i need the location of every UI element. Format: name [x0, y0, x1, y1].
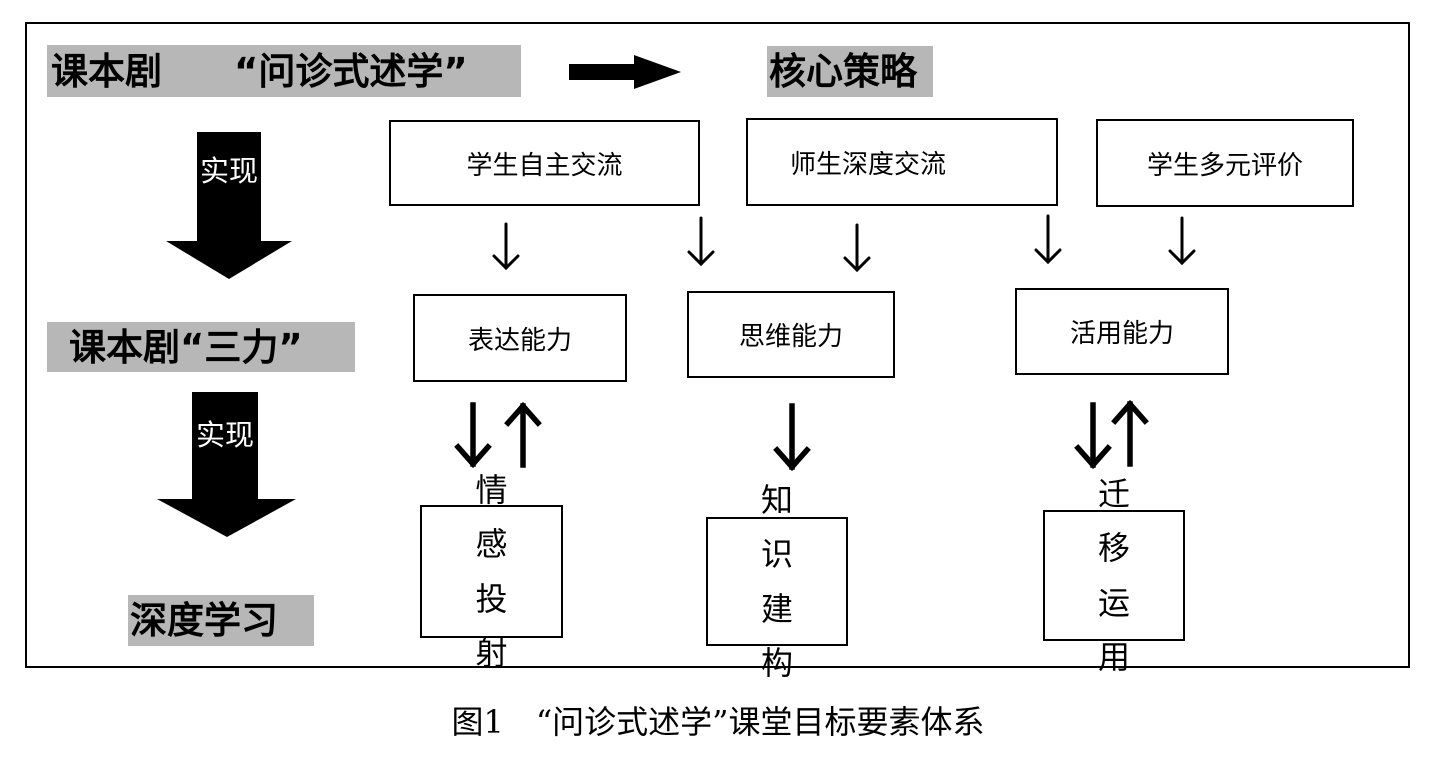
header-main-label: 课本剧 “问诊式述学” [47, 45, 521, 97]
thin-down-arrow [492, 222, 520, 271]
outcome-box-transfer: 迁移运用 [1043, 475, 1185, 676]
bold-up-arrow [504, 401, 542, 468]
outcome-box-knowledge: 知识建构 [706, 481, 848, 682]
realize-label-2: 实现 [195, 418, 254, 452]
figure-caption: 图1 “问诊式述学”课堂目标要素体系 [451, 703, 985, 741]
three-powers-label: 课本剧“三力” [47, 322, 355, 372]
core-strategy-label: 核心策略 [767, 46, 933, 97]
top-box-teacher-student-exchange: 师生深度交流 [746, 118, 1058, 206]
ability-box-expression: 表达能力 [413, 294, 627, 382]
bold-down-arrow [454, 402, 492, 469]
diagram-frame [25, 22, 1410, 668]
thin-down-arrow [1168, 216, 1196, 266]
thin-down-arrow [687, 216, 715, 267]
left-down-arrow-1 [166, 132, 292, 279]
header-arrow-2 [569, 55, 681, 89]
thin-down-arrow [843, 223, 871, 273]
left-down-arrow-2 [157, 392, 296, 537]
bold-down-arrow [773, 403, 811, 472]
outcome-box-emotion: 情感投射 [420, 471, 563, 672]
thin-down-arrow [1034, 214, 1062, 265]
header-center-text: “问诊式述学” [234, 49, 468, 93]
top-box-multi-evaluation: 学生多元评价 [1096, 119, 1354, 207]
bold-up-arrow [1111, 399, 1149, 467]
deep-learning-label: 深度学习 [128, 595, 314, 646]
header-left-text: 课本剧 [51, 49, 162, 93]
bold-down-arrow [1074, 402, 1112, 470]
top-box-student-exchange: 学生自主交流 [389, 120, 700, 206]
realize-label-1: 实现 [199, 154, 258, 188]
ability-box-application: 活用能力 [1015, 288, 1229, 375]
ability-box-thinking: 思维能力 [687, 291, 895, 378]
